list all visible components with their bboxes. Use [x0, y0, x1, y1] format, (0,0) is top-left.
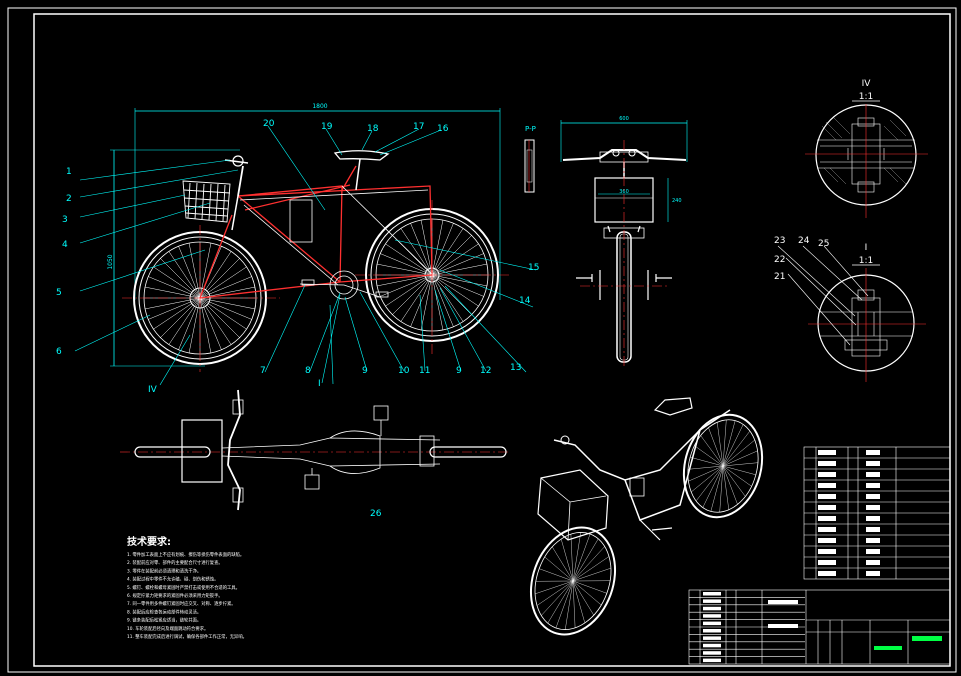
- front-side-dimension: 240: [672, 198, 682, 204]
- callout-1: 1: [66, 167, 72, 177]
- tech-req-line: 9. 链条装配后松紧应适当，链轮共面。: [127, 617, 201, 624]
- callout-12: 12: [480, 366, 491, 376]
- callout-9b: 9: [456, 366, 462, 376]
- detail-i-scale: 1:1: [859, 256, 873, 266]
- callout-23: 22: [774, 255, 785, 265]
- callout-17: 16: [437, 124, 449, 134]
- tech-req-line: 11. 整车装配完成后进行调试，确保各部件工作正常，无异响。: [127, 633, 247, 640]
- callout-9a: 9: [362, 366, 368, 376]
- callout-7: 7: [260, 366, 266, 376]
- view-marker-i: I: [318, 379, 321, 389]
- callout-22: 21: [774, 272, 785, 282]
- tech-req-line: 5. 螺钉、螺栓和螺母紧固时严禁打击或使用不合适的工具。: [127, 584, 240, 591]
- callout-4: 4: [62, 240, 68, 250]
- callout-13: 13: [510, 363, 521, 373]
- tech-req-line: 2. 装配前应对零、部件的主要配合尺寸进行复查。: [127, 559, 223, 566]
- callout-6: 6: [56, 347, 62, 357]
- tech-req-line: 4. 装配过程中零件不允许磕、碰、划伤和锈蚀。: [127, 576, 218, 583]
- callout-11: 11: [419, 366, 430, 376]
- tech-req-line: 7. 同一零件用多件螺钉紧固时应交叉、对称、逐步拧紧。: [127, 600, 236, 607]
- callout-15: 15: [528, 263, 539, 273]
- detail-iv-label: IV: [862, 79, 872, 89]
- front-width-dimension: 600: [619, 116, 629, 122]
- outer-frame: [7, 7, 957, 673]
- callout-18: 17: [413, 122, 424, 132]
- detail-iv-scale: 1:1: [859, 92, 873, 102]
- callout-27: 26: [370, 509, 382, 519]
- callout-5: 5: [56, 288, 62, 298]
- callout-3: 3: [62, 215, 68, 225]
- callout-21: 20: [263, 119, 275, 129]
- callout-26: 25: [818, 239, 829, 249]
- technical-requirements: 技术要求: 1. 零件加工表面上不应有划痕、擦伤等损伤零件表面的缺陷。2. 装配…: [127, 535, 247, 640]
- tech-req-title: 技术要求:: [127, 535, 171, 548]
- callout-19: 18: [367, 124, 379, 134]
- detail-iv: IV 1:1: [805, 79, 928, 218]
- detail-i-label: I: [865, 243, 868, 253]
- view-marker-iv: IV: [148, 385, 158, 395]
- callout-24: 23: [774, 236, 785, 246]
- callout-20: 19: [321, 122, 333, 132]
- overall-dimension: 1800: [312, 103, 327, 110]
- tech-req-line: 3. 零件在装配前必须清理和清洗干净。: [127, 567, 201, 574]
- tech-req-line: 10. 车轮装配后径向及端面跳动符合要求。: [127, 625, 208, 632]
- bicycle-front-view: 600 360 240: [560, 116, 688, 368]
- callout-2: 2: [66, 194, 72, 204]
- tech-req-line: 1. 零件加工表面上不应有划痕、擦伤等损伤零件表面的缺陷。: [127, 551, 244, 558]
- callout-25: 24: [798, 236, 810, 246]
- title-block: [688, 589, 951, 665]
- callout-8: 8: [305, 366, 311, 376]
- callout-10: 10: [398, 366, 410, 376]
- callout-14: 14: [519, 296, 531, 306]
- front-box-dimension: 360: [619, 189, 629, 195]
- section-label: P-P: [525, 125, 536, 133]
- tech-req-line: 8. 装配后应检查各运动部件转动灵活。: [127, 608, 201, 615]
- tech-req-line: 6. 规定拧紧力矩要求的紧固件必须采用力矩扳手。: [127, 592, 223, 599]
- parts-table: [803, 446, 951, 580]
- bicycle-side-view: 1800 1050: [56, 103, 539, 519]
- section-p-p: P-P: [524, 125, 536, 193]
- height-dimension: 1050: [107, 254, 114, 269]
- bicycle-isometric-view: [529, 397, 764, 636]
- bicycle-top-view: [120, 389, 510, 511]
- detail-i: I 1:1 21 22 23 24 25: [774, 236, 926, 382]
- inner-frame: [33, 13, 951, 667]
